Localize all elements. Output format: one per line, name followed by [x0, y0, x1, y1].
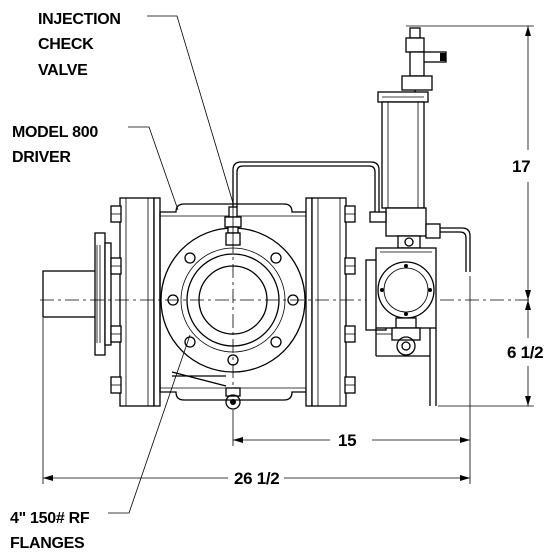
- model-label-line1: MODEL 800: [12, 124, 98, 141]
- dim-height-upper: 17: [406, 25, 534, 300]
- dim-width-total-value: 26 1/2: [234, 469, 279, 488]
- flanges-label-line1: 4" 150# RF: [10, 510, 90, 527]
- injection-pump-assembly: [365, 27, 471, 406]
- cylinder-body: [381, 101, 425, 209]
- driver-shaft: [42, 232, 112, 356]
- model-driver-callout: MODEL 800 DRIVER: [12, 124, 179, 211]
- flanges-leader-line: [108, 334, 191, 514]
- shaft-stub: [42, 270, 98, 318]
- injection-check-valve-callout: INJECTION CHECK VALVE: [38, 11, 234, 204]
- model-leader-line: [128, 126, 179, 211]
- driver-plate-inner: [104, 242, 112, 346]
- dim-height-lower-value: 6 1/2: [507, 343, 543, 362]
- drain-valve: [171, 371, 241, 410]
- injection-check-valve: [224, 161, 380, 246]
- flanges-callout: 4" 150# RF FLANGES: [10, 334, 191, 552]
- dim-width-partial: 15: [232, 276, 471, 450]
- dim-height-lower: 6 1/2: [438, 300, 544, 407]
- right-flange-body: [311, 197, 347, 407]
- injection-label-line3: VALVE: [38, 62, 88, 79]
- injection-label-line1: INJECTION: [38, 11, 121, 28]
- dim-width-total: 26 1/2: [42, 318, 471, 488]
- right-flange: [305, 197, 356, 407]
- model-label-line2: DRIVER: [12, 149, 71, 166]
- injection-leader-line: [147, 15, 234, 204]
- injection-label-line2: CHECK: [38, 36, 94, 53]
- left-flange: [110, 197, 161, 407]
- dim-width-partial-value: 15: [338, 431, 356, 450]
- flanges-label-line2: FLANGES: [10, 535, 85, 552]
- dim-height-upper-value: 17: [512, 157, 530, 176]
- left-flange-body: [119, 197, 155, 407]
